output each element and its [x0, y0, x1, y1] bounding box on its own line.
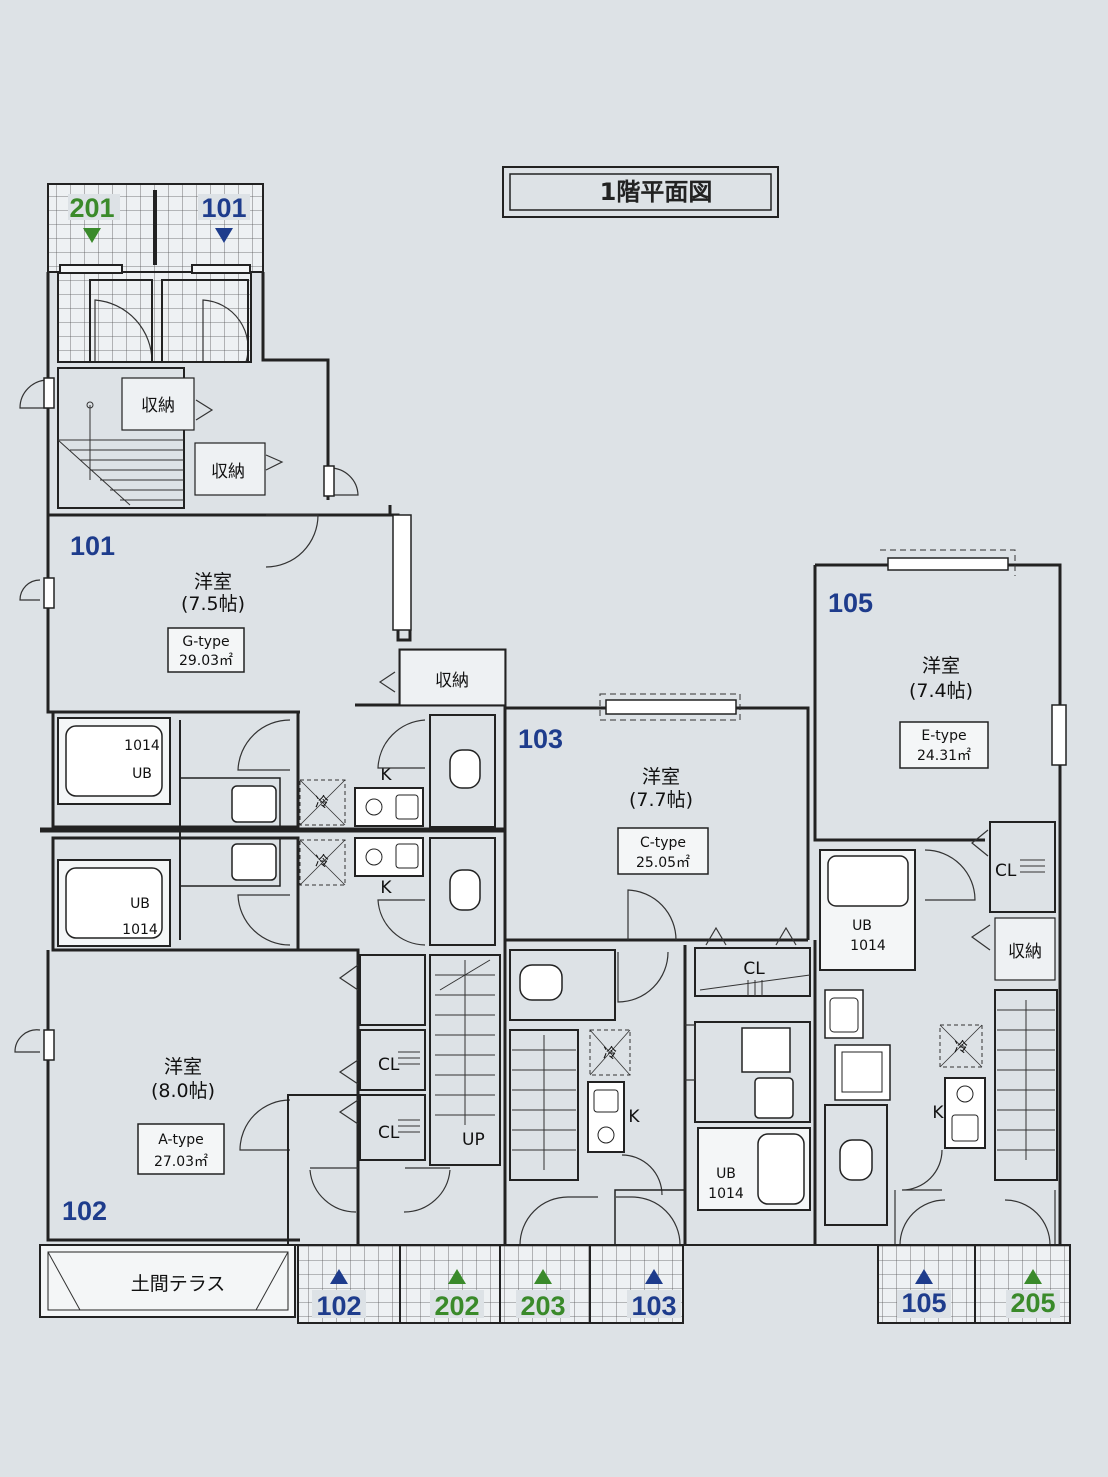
unit-101-size: (7.5帖)	[181, 593, 245, 615]
entrance-label-205: 205	[1010, 1288, 1055, 1318]
unit-102-type: A-type	[158, 1132, 204, 1148]
storage-label-upper: 収納	[141, 396, 175, 416]
closet-label-c: CL	[743, 959, 765, 979]
closet-label-a: CL	[378, 1055, 400, 1075]
center-core: CL UB 1014	[685, 926, 817, 1245]
unit-105-room: 洋室	[922, 655, 960, 677]
ub-105-size: 1014	[850, 938, 886, 954]
unit-103-number: 103	[518, 724, 563, 754]
unit-105-type: E-type	[921, 728, 966, 744]
unit-103-area: 25.05㎡	[636, 855, 690, 871]
stairs-up-label: UP	[462, 1130, 485, 1150]
terrace: 土間テラス	[39, 1244, 296, 1318]
kitchen-label-102: K	[380, 878, 392, 898]
arrow-up-icon	[915, 1269, 933, 1284]
unit-103-type: C-type	[640, 835, 686, 851]
arrow-up-icon	[534, 1269, 552, 1284]
unit-102-size: (8.0帖)	[151, 1080, 215, 1102]
unit-101-number: 101	[70, 531, 115, 561]
kitchen-label-105: K	[932, 1103, 944, 1123]
ub-101-size: 1014	[124, 738, 160, 754]
entrance-label-202: 202	[434, 1291, 479, 1321]
unit-105-size: (7.4帖)	[909, 680, 973, 702]
unit-102-area: 27.03㎡	[154, 1154, 208, 1170]
bottom-entrance-labels: 102 202 203 103 105 205	[312, 1269, 1060, 1321]
unit-101-type: G-type	[182, 634, 229, 650]
storage-center: 収納	[355, 648, 507, 707]
kitchen-label-101: K	[380, 765, 392, 785]
arrow-down-icon	[215, 228, 233, 243]
unit-101: 101 洋室 (7.5帖) G-type 29.03㎡	[19, 513, 412, 714]
entrance-label-201: 201	[69, 193, 114, 223]
arrow-up-icon	[1024, 1269, 1042, 1284]
storage-label-105: 収納	[1008, 942, 1042, 962]
ub-105-label: UB	[852, 918, 872, 934]
fridge-label-101: 冷	[315, 795, 329, 811]
fridge-label-103: 冷	[603, 1046, 617, 1062]
ub-101-label: UB	[132, 766, 152, 782]
ub-103-label: UB	[716, 1166, 736, 1182]
entrance-label-105: 105	[901, 1288, 946, 1318]
title-box: 1階平面図	[502, 166, 779, 218]
entrance-label-101: 101	[201, 193, 246, 223]
entrance-label-102: 102	[316, 1291, 361, 1321]
ub-102-size: 1014	[122, 922, 158, 938]
fridge-label-105: 冷	[954, 1040, 968, 1056]
closet-label-b: CL	[378, 1123, 400, 1143]
bottom-entrance-area	[297, 1244, 1071, 1324]
closet-label-105: CL	[995, 861, 1017, 881]
middle-closets-stairs: CL CL UP	[309, 954, 501, 1213]
ub-103-size: 1014	[708, 1186, 744, 1202]
fridge-label-102: 冷	[315, 854, 329, 870]
entrance-label-203: 203	[520, 1291, 565, 1321]
arrow-up-icon	[645, 1269, 663, 1284]
storage-label-lower: 収納	[211, 462, 245, 482]
unit-101-room: 洋室	[194, 571, 232, 593]
unit-105: 105 洋室 (7.4帖) E-type 24.31㎡ CL UB 1014 収…	[813, 549, 1067, 1246]
ub-102-label: UB	[130, 896, 150, 912]
arrow-down-icon	[83, 228, 101, 243]
unit-102: 洋室 (8.0帖) A-type 27.03㎡ 102	[14, 948, 360, 1246]
storage-label-center: 収納	[435, 671, 469, 691]
arrow-up-icon	[448, 1269, 466, 1284]
unit-102-number: 102	[62, 1196, 107, 1226]
unit-103-room: 洋室	[642, 766, 680, 788]
terrace-label: 土間テラス	[131, 1273, 226, 1295]
unit-105-number: 105	[828, 588, 873, 618]
unit-102-room: 洋室	[164, 1056, 202, 1078]
core-101-102: 1014 UB UB 1014 冷 冷 K K	[40, 710, 505, 952]
kitchen-label-103: K	[628, 1107, 640, 1127]
unit-105-area: 24.31㎡	[917, 748, 971, 764]
upper-left-block: 収納 収納	[19, 272, 392, 568]
unit-101-area: 29.03㎡	[179, 653, 233, 669]
arrow-up-icon	[330, 1269, 348, 1284]
top-entrance-labels: 201 101	[68, 193, 250, 243]
entrance-label-103: 103	[631, 1291, 676, 1321]
page-title: 1階平面図	[600, 178, 713, 206]
unit-103: 103 洋室 (7.7帖) C-type 25.05㎡ 冷 K	[503, 693, 810, 1246]
unit-103-size: (7.7帖)	[629, 789, 693, 811]
